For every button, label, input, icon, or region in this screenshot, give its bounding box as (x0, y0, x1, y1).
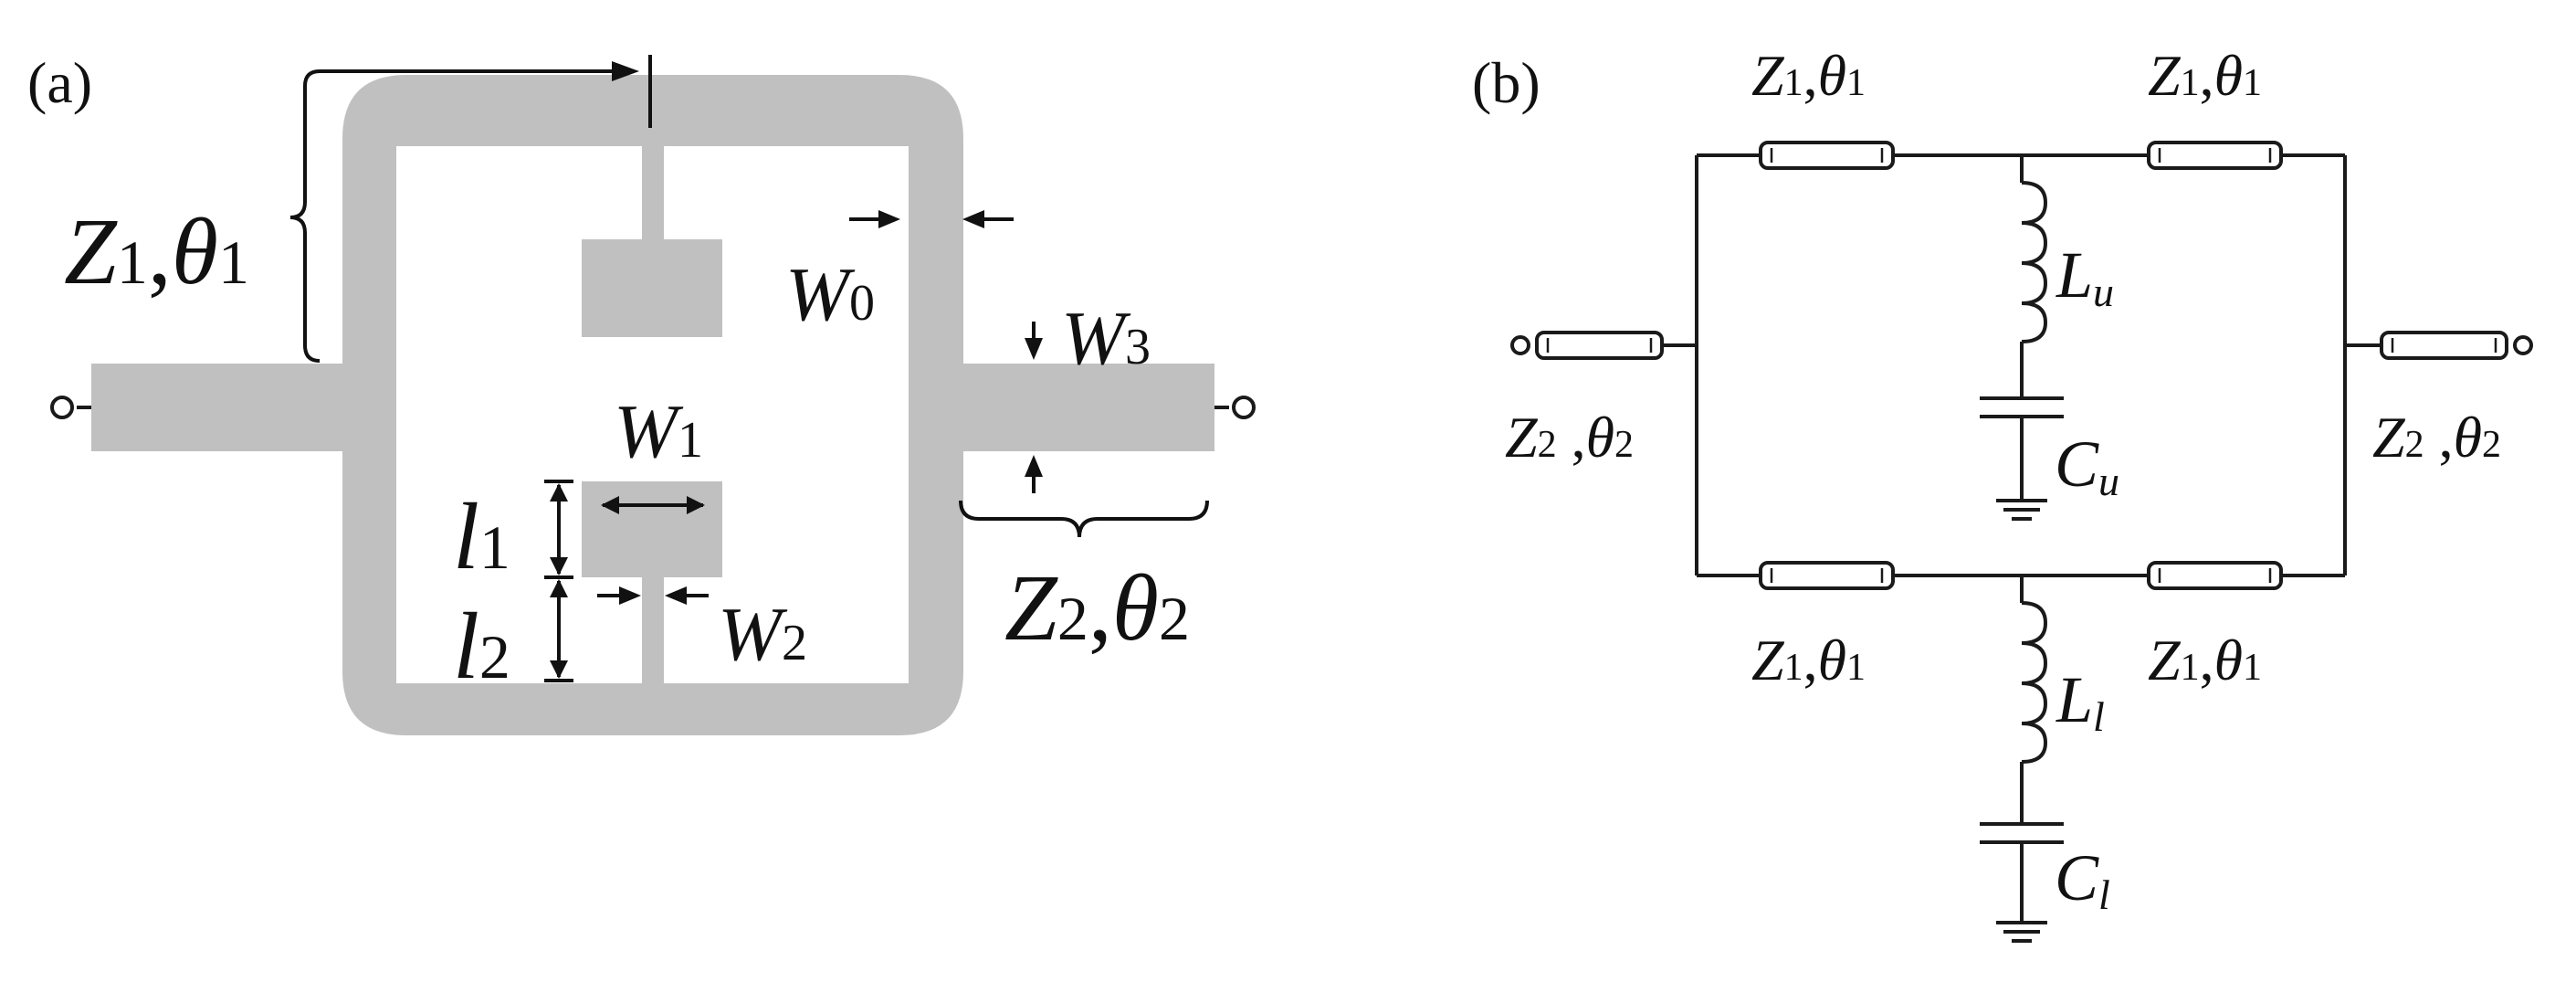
tline-top-right (2147, 141, 2283, 170)
upper-stub-pad (582, 239, 722, 337)
panel-b-label: (b) (1472, 50, 1540, 115)
tline-top-left (1759, 141, 1895, 170)
input-port-icon (50, 396, 74, 419)
label-ll: Ll (2056, 663, 2105, 740)
w0-dimension (849, 210, 1014, 228)
capacitor-cl-icon (1980, 822, 2064, 844)
w3-label: W3 (1061, 296, 1151, 381)
capacitor-cu-icon (1980, 396, 2064, 418)
upper-stub-line (642, 144, 664, 247)
panel-a-label: (a) (27, 50, 92, 115)
z2-theta2-label: Z2,θ2 (1004, 555, 1190, 660)
w2-label: W2 (718, 592, 807, 677)
tline-input-port (1510, 331, 1664, 360)
w3-dimension (1025, 322, 1043, 493)
ground-lower-icon (1996, 921, 2047, 943)
microstrip-layout (91, 75, 1214, 735)
label-z2-input: Z2 ,θ2 (1505, 405, 1634, 470)
lower-stub-line (642, 574, 664, 685)
square-ring-resonator (342, 75, 963, 735)
output-feed-line (931, 364, 1214, 451)
input-feed-line (91, 364, 365, 451)
l1-l2-dimension (544, 480, 573, 682)
label-z1-top-left: Z1,θ1 (1751, 43, 1866, 108)
inductor-lu-icon (2021, 181, 2048, 343)
tline-bottom-left (1759, 561, 1895, 590)
label-z1-top-right: Z1,θ1 (2148, 43, 2262, 108)
output-port-icon (2513, 335, 2533, 355)
z1-brace-annotation (289, 55, 652, 363)
z2-brace-annotation (959, 500, 1209, 538)
label-cu: Cu (2055, 428, 2119, 504)
label-lu: Lu (2056, 238, 2114, 315)
lower-stub-pad (582, 481, 722, 577)
label-cl: Cl (2055, 841, 2110, 918)
circuit-wires (1662, 153, 2381, 923)
label-z2-output: Z2 ,θ2 (2372, 405, 2501, 470)
panel-a: (a) Z1,θ1 (27, 50, 1256, 735)
ground-upper-icon (1996, 499, 2047, 521)
tline-output-port (2380, 331, 2533, 360)
l1-label: l1 (453, 484, 510, 589)
panel-b: (b) (1472, 43, 2533, 943)
w1-label: W1 (614, 389, 703, 474)
tline-bottom-right (2147, 561, 2283, 590)
l2-label: l2 (453, 594, 510, 699)
inductor-ll-icon (2021, 601, 2048, 764)
label-z1-bottom-left: Z1,θ1 (1751, 628, 1866, 692)
input-port-icon (1510, 335, 1530, 355)
w2-dimension (597, 586, 709, 605)
z1-theta1-label: Z1,θ1 (64, 199, 249, 304)
output-port-icon (1232, 396, 1256, 419)
w0-label: W0 (785, 252, 875, 337)
label-z1-bottom-right: Z1,θ1 (2148, 628, 2262, 692)
